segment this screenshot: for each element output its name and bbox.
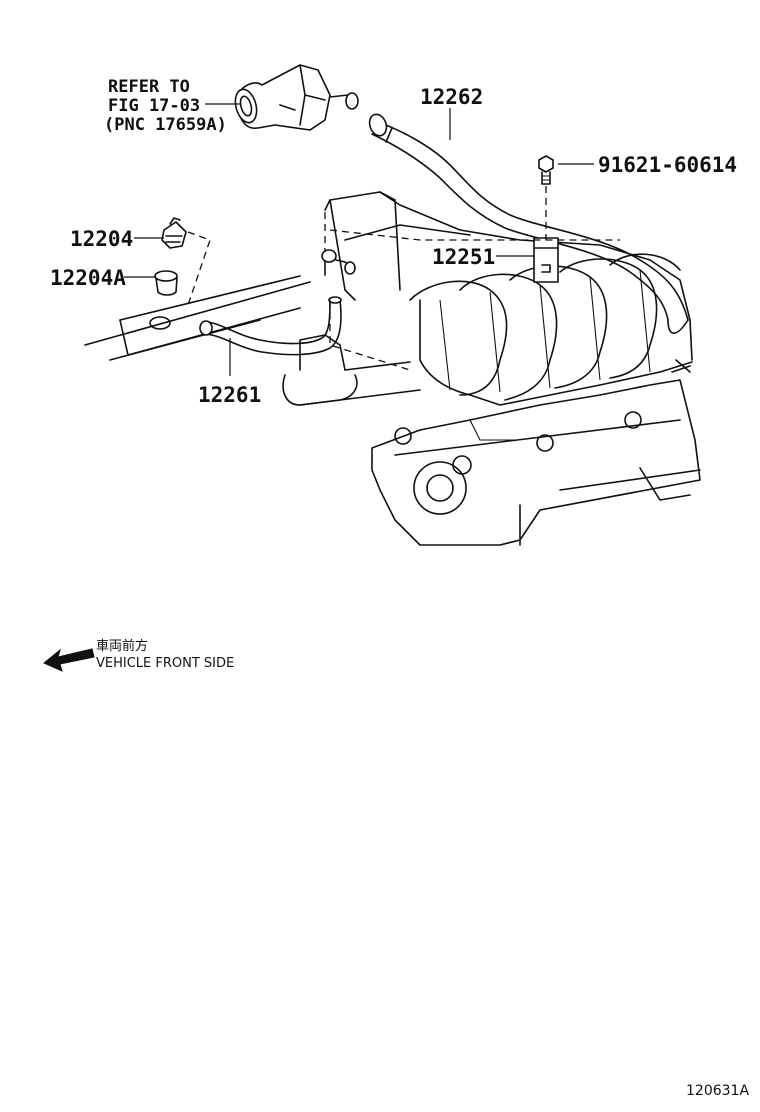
illustration-code: 120631A bbox=[686, 1083, 749, 1099]
direction-label-japanese: 車両前方 bbox=[96, 638, 148, 654]
direction-label-english: VEHICLE FRONT SIDE bbox=[96, 656, 234, 671]
part-number-12251: 12251 bbox=[432, 245, 495, 269]
breather-housing-drawing bbox=[234, 64, 359, 131]
flange-bolt-drawing bbox=[538, 155, 554, 185]
leader-lines bbox=[124, 103, 594, 376]
ventilation-hose-12261 bbox=[199, 296, 342, 356]
front-direction-arrow-icon bbox=[43, 648, 95, 672]
ventilation-hose-12262 bbox=[368, 113, 689, 334]
refer-to-line2: FIG 17-03 bbox=[108, 96, 200, 116]
pcv-grommet-drawing bbox=[154, 270, 178, 296]
part-number-12261: 12261 bbox=[198, 383, 261, 407]
refer-to-line1: REFER TO bbox=[108, 77, 190, 97]
engine-block-drawing bbox=[84, 275, 701, 546]
part-number-12204A: 12204A bbox=[50, 266, 126, 290]
bracket-12251-drawing bbox=[533, 237, 559, 283]
pcv-valve-drawing bbox=[161, 217, 187, 249]
intake-manifold-drawing bbox=[282, 191, 693, 406]
refer-to-line3: (PNC 17659A) bbox=[104, 115, 227, 135]
part-number-12204: 12204 bbox=[70, 227, 133, 251]
part-number-12262: 12262 bbox=[420, 85, 483, 109]
part-number-91621-60614: 91621-60614 bbox=[598, 153, 737, 177]
assembly-dashed-lines bbox=[187, 186, 620, 371]
hose-connectors-drawing bbox=[321, 249, 356, 276]
